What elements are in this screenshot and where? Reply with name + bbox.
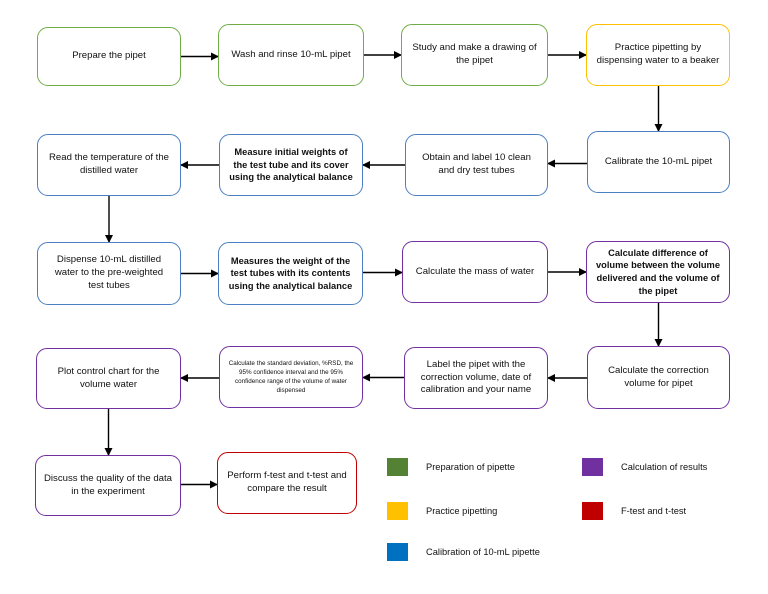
legend-label: Preparation of pipette <box>426 462 515 472</box>
legend-label: F-test and t-test <box>621 506 687 516</box>
legend-label: Calibration of 10-mL pipette <box>426 547 540 557</box>
step-study-drawing: Study and make a drawing of the pipet <box>401 24 548 86</box>
step-obtain-test-tubes: Obtain and label 10 clean and dry test t… <box>405 134 548 196</box>
legend-preparation: Preparation of pipette <box>387 458 515 476</box>
legend-label: Calculation of results <box>621 462 708 472</box>
legend-swatch-red <box>582 502 603 520</box>
step-plot-control-chart: Plot control chart for the volume water <box>36 348 181 409</box>
legend-calculation: Calculation of results <box>582 458 707 476</box>
step-measure-contents: Measures the weight of the test tubes wi… <box>218 242 363 305</box>
legend-calibration: Calibration of 10-mL pipette <box>387 543 540 561</box>
legend-swatch-green <box>387 458 408 476</box>
step-dispense-water: Dispense 10-mL distilled water to the pr… <box>37 242 181 305</box>
step-discuss-quality: Discuss the quality of the data in the e… <box>35 455 181 516</box>
legend-ftest: F-test and t-test <box>582 502 686 520</box>
step-read-temperature: Read the temperature of the distilled wa… <box>37 134 181 196</box>
step-calibrate-pipet: Calibrate the 10-mL pipet <box>587 131 730 193</box>
legend-swatch-yellow <box>387 502 408 520</box>
step-label-pipet: Label the pipet with the correction volu… <box>404 347 548 409</box>
step-calculate-statistics: Calculate the standard deviation, %RSD, … <box>219 346 363 408</box>
step-measure-initial-weights: Measure initial weights of the test tube… <box>219 134 363 196</box>
step-wash-rinse: Wash and rinse 10-mL pipet <box>218 24 364 86</box>
step-calculate-mass: Calculate the mass of water <box>402 241 548 303</box>
legend-swatch-blue <box>387 543 408 561</box>
legend-label: Practice pipetting <box>426 506 498 516</box>
step-prepare-pipet: Prepare the pipet <box>37 27 181 86</box>
legend-practice: Practice pipetting <box>387 502 497 520</box>
step-perform-f-t-test: Perform f-test and t-test and compare th… <box>217 452 357 514</box>
step-calculate-correction: Calculate the correction volume for pipe… <box>587 346 730 409</box>
step-calculate-difference: Calculate difference of volume between t… <box>586 241 730 303</box>
step-practice-pipetting: Practice pipetting by dispensing water t… <box>586 24 730 86</box>
legend-swatch-purple <box>582 458 603 476</box>
